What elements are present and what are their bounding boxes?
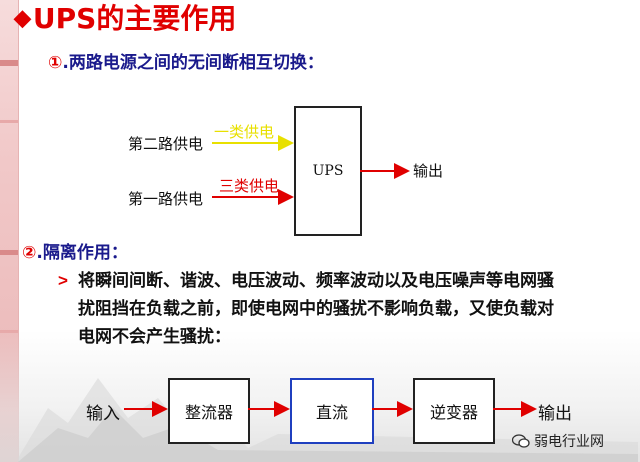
section2-number: ② xyxy=(22,243,37,263)
rectifier-box: 整流器 xyxy=(168,378,250,444)
chain-input-label: 输入 xyxy=(86,404,120,424)
wechat-icon xyxy=(512,434,530,448)
chain-output-label: 输出 xyxy=(538,404,572,424)
page-title-text: UPS的主要作用 xyxy=(32,2,237,35)
rectifier-label: 整流器 xyxy=(184,403,233,422)
isolation-paragraph: > 将瞬间间断、谐波、电压波动、频率波动以及电压噪声等电网骚 扰阻挡在负载之前，… xyxy=(58,267,630,351)
input-top-label: 第二路供电 xyxy=(128,135,204,153)
page-title: ◆UPS的主要作用 xyxy=(14,2,236,36)
section1-heading: ①.两路电源之间的无间断相互切换： xyxy=(48,48,324,73)
paragraph-bullet-icon: > xyxy=(58,271,68,290)
watermark: 弱电行业网 xyxy=(512,431,604,451)
inverter-label: 逆变器 xyxy=(429,403,478,422)
input-bottom-tag: 三类供电 xyxy=(219,177,280,195)
input-top-tag: 一类供电 xyxy=(214,123,275,141)
section1-number: ① xyxy=(48,53,63,73)
diamond-bullet-icon: ◆ xyxy=(14,5,31,30)
inverter-box: 逆变器 xyxy=(413,378,495,444)
dc-label: 直流 xyxy=(315,403,348,422)
section2-text: .隔离作用： xyxy=(36,243,128,263)
section2-heading: ②.隔离作用： xyxy=(22,238,128,263)
section1-text: .两路电源之间的无间断相互切换： xyxy=(62,53,324,73)
paragraph-line: 将瞬间间断、谐波、电压波动、频率波动以及电压噪声等电网骚 xyxy=(78,271,554,291)
ups-output-label: 输出 xyxy=(413,162,444,180)
input-bottom-label: 第一路供电 xyxy=(128,190,204,208)
watermark-text: 弱电行业网 xyxy=(534,434,604,450)
ups-box-label: UPS xyxy=(312,163,344,179)
paragraph-line: 扰阻挡在负载之前，即使电网中的骚扰不影响负载，又使负载对 xyxy=(78,299,554,319)
paragraph-line: 电网不会产生骚扰： xyxy=(78,327,231,347)
ups-box: UPS xyxy=(294,106,362,236)
dc-box: 直流 xyxy=(290,378,374,444)
